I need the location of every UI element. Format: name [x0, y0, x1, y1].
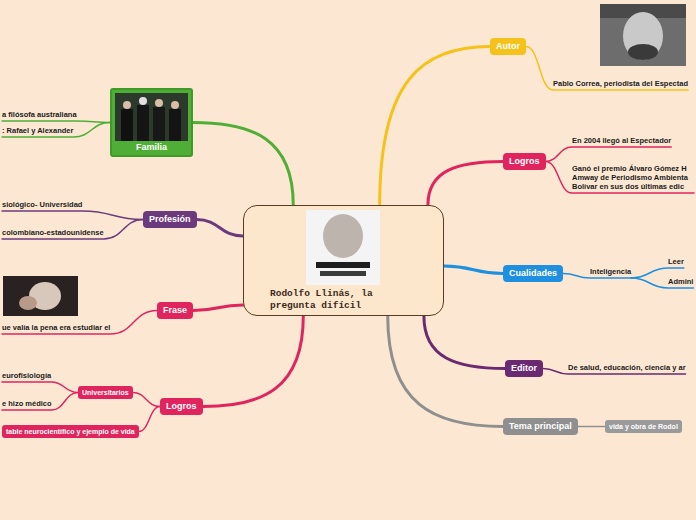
branch-line: [2, 393, 78, 411]
branch-line: [139, 407, 160, 432]
branch-line: [546, 162, 695, 194]
topic-text: Logros: [166, 401, 197, 412]
leaf-topic: siológico- Universidad: [2, 200, 82, 211]
topic-text: : Rafael y Alexander: [2, 126, 73, 135]
topic-text: Leer: [668, 257, 684, 266]
branch-line: [2, 220, 143, 240]
topic-text: Pablo Correa, periodista del Espectad: [553, 79, 688, 88]
branch-tag: Autor: [490, 38, 526, 55]
leaf-topic: Inteligencia: [590, 267, 631, 278]
photo-person: [137, 105, 149, 141]
photo-person: [169, 109, 181, 141]
branch-line: [428, 162, 503, 206]
sub-tag: table neurocientífico y ejemplo de vida: [2, 425, 139, 438]
branch-tag: Cualidades: [503, 265, 563, 282]
leaf-topic: colombiano-estadounidense: [2, 228, 104, 239]
topic-text: Frase: [163, 305, 187, 316]
topic-text: siológico- Universidad: [2, 200, 82, 209]
photo-hand: [19, 296, 37, 310]
topic-text: Universitarios: [82, 388, 129, 397]
book-face: [323, 214, 363, 258]
topic-text: e hizo médico: [2, 399, 52, 408]
topic-text: a filósofa australiana: [2, 110, 77, 119]
book-title-bar: [316, 262, 370, 268]
topic-text: Familia: [136, 142, 167, 153]
quote-photo: [3, 276, 78, 316]
branch-tag: Editor: [505, 360, 543, 377]
topic-text: Logros: [509, 156, 540, 167]
topic-text: Rodolfo Llinás, la pregunta difícil: [270, 288, 420, 312]
topic-text: ue valía la pena era estudiar el: [2, 323, 110, 332]
leaf-topic: : Rafael y Alexander: [2, 126, 73, 137]
branch-line: [2, 382, 78, 393]
topic-text: Tema principal: [509, 421, 572, 432]
branch-tag: Logros: [160, 398, 203, 415]
topic-text: vida y obra de Rodol: [609, 422, 678, 431]
branch-line: [193, 305, 243, 311]
leaf-topic: Leer: [668, 257, 684, 268]
branch-line: [578, 426, 605, 428]
topic-text: Admini: [668, 277, 693, 286]
sub-tag: Universitarios: [78, 386, 133, 399]
topic-text: Editor: [511, 363, 537, 374]
photo-topic: Familia: [110, 88, 193, 157]
leaf-topic: a filósofa australiana: [2, 110, 77, 121]
sub-tag: vida y obra de Rodol: [605, 420, 682, 433]
topic-text: De salud, educación, ciencia y ar: [568, 363, 686, 372]
leaf-topic: e hizo médico: [2, 399, 52, 410]
photo: [306, 210, 380, 285]
branch-line: [546, 147, 672, 162]
branch-tag: Profesión: [143, 211, 197, 228]
author-photo: [600, 4, 686, 66]
branch-line: [2, 123, 110, 138]
photo-frame: [600, 4, 686, 66]
topic-text: colombiano-estadounidense: [2, 228, 104, 237]
branch-tag: Frase: [157, 302, 193, 319]
photo-beard: [628, 44, 658, 60]
branch-line: [444, 266, 503, 273]
leaf-topic: En 2004 llegó al Espectador: [572, 136, 671, 147]
photo-person: [121, 109, 133, 141]
leaf-topic: Ganó el premio Álvaro Gómez H Amway de P…: [572, 164, 694, 193]
branch-line: [193, 123, 293, 206]
topic-text: table neurocientífico y ejemplo de vida: [6, 427, 135, 436]
branch-tag: Logros: [503, 153, 546, 170]
photo: [115, 93, 188, 141]
branch-line: [2, 211, 143, 220]
branch-tag: Tema principal: [503, 418, 578, 435]
book-title-bar: [320, 271, 366, 276]
branch-line: [631, 278, 693, 288]
topic-text: Profesión: [149, 214, 191, 225]
leaf-topic: De salud, educación, ciencia y ar: [568, 363, 686, 374]
topic-text: Cualidades: [509, 268, 557, 279]
branch-line: [631, 268, 684, 278]
photo-person: [153, 107, 165, 141]
branch-line: [203, 316, 304, 407]
leaf-topic: eurofisiología: [2, 371, 51, 382]
topic-text: Inteligencia: [590, 267, 631, 276]
leaf-topic: Pablo Correa, periodista del Espectad: [553, 79, 688, 90]
photo-frame: [3, 276, 78, 316]
leaf-topic: Admini: [668, 277, 693, 288]
branch-line: [424, 316, 505, 369]
branch-line: [197, 220, 243, 237]
topic-text: Autor: [496, 41, 520, 52]
branch-line: [388, 316, 503, 427]
central-topic: Rodolfo Llinás, la pregunta difícil: [243, 205, 444, 316]
photo-face: [623, 12, 663, 60]
topic-text: Ganó el premio Álvaro Gómez H Amway de P…: [572, 164, 694, 191]
topic-text: eurofisiología: [2, 371, 51, 380]
leaf-topic: ue valía la pena era estudiar el: [2, 323, 110, 334]
branch-line: [2, 121, 110, 123]
book-cover: [306, 210, 380, 285]
branch-line: [133, 393, 160, 407]
topic-text: En 2004 llegó al Espectador: [572, 136, 671, 145]
photo-frame: [115, 93, 188, 141]
